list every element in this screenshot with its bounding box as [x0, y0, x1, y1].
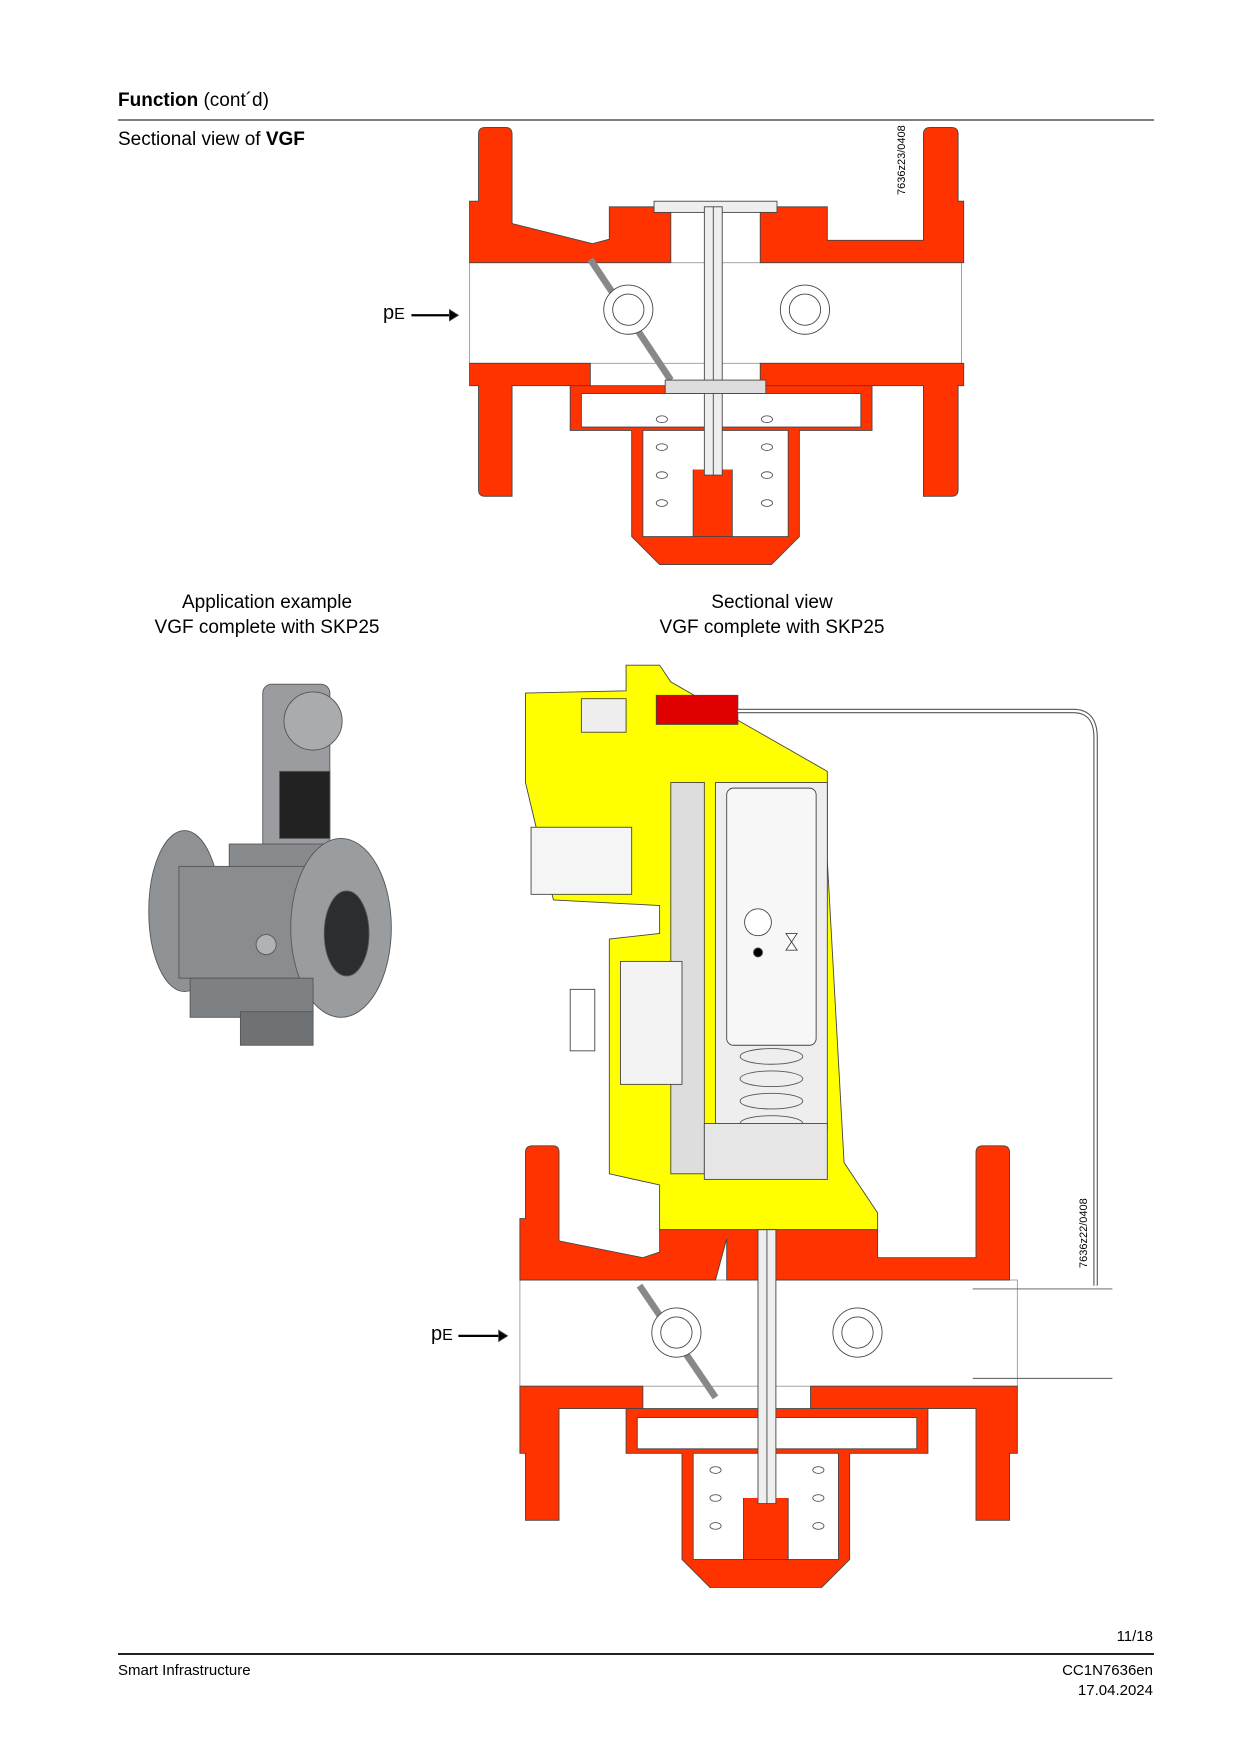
bottom-pressure-label: pE — [431, 1323, 453, 1346]
application-example-photo — [148, 683, 392, 1046]
footer-rule — [118, 1653, 1154, 1655]
section-label-bold: VGF — [265, 129, 305, 150]
top-pressure-label: pE — [383, 302, 405, 325]
caption-right-line1: Sectional view — [711, 592, 833, 613]
heading-rest: (cont´d) — [198, 90, 269, 111]
caption-right-line2: VGF complete with SKP25 — [659, 617, 885, 638]
bottom-drawing-code: 7636z22/0408 — [1078, 1198, 1090, 1268]
footer-doc-id: CC1N7636en — [1062, 1662, 1153, 1679]
caption-left-line2: VGF complete with SKP25 — [154, 617, 380, 638]
pressure-subscript: E — [394, 306, 405, 323]
top-sectional-view-diagram — [411, 126, 965, 565]
top-drawing-code: 7636z23/0408 — [896, 125, 908, 195]
footer-date: 17.04.2024 — [1077, 1682, 1153, 1699]
pressure-symbol: p — [431, 1323, 443, 1345]
section-label-prefix: Sectional view of — [118, 129, 266, 150]
caption-left-line1: Application example — [181, 592, 353, 613]
heading-bold: Function — [118, 90, 199, 111]
footer-company: Smart Infrastructure — [118, 1662, 251, 1679]
pressure-symbol: p — [383, 302, 395, 324]
section-label: Sectional view of VGF — [118, 129, 305, 151]
page-number: 11/18 — [1116, 1628, 1153, 1645]
header-rule — [118, 119, 1154, 121]
page-heading: Function (cont´d) — [118, 90, 269, 112]
caption-application-example: Application example VGF complete with SK… — [117, 590, 417, 640]
bottom-sectional-view-diagram — [458, 664, 1113, 1588]
caption-sectional-view: Sectional view VGF complete with SKP25 — [622, 590, 922, 640]
pressure-subscript: E — [442, 1327, 453, 1344]
